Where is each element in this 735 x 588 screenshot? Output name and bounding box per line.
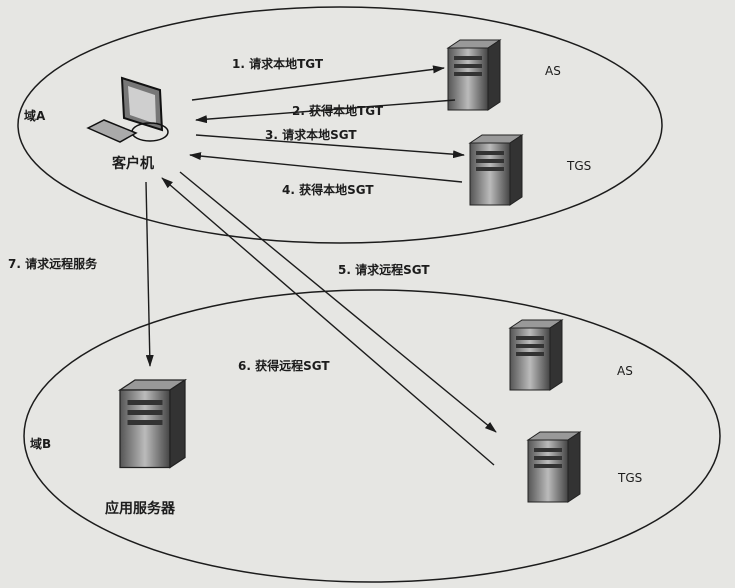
domain-a-ellipse bbox=[17, 6, 663, 244]
step-2-label: 2. 获得本地TGT bbox=[292, 103, 384, 118]
as-label-b: AS bbox=[617, 364, 633, 378]
step-4-label: 4. 获得本地SGT bbox=[282, 182, 374, 197]
tgs-server-icon-b bbox=[527, 431, 581, 503]
step-5-label: 5. 请求远程SGT bbox=[338, 262, 430, 277]
arrow-step-6 bbox=[161, 177, 495, 466]
step-3-label: 3. 请求本地SGT bbox=[265, 127, 357, 142]
arrow-step-3 bbox=[195, 134, 465, 159]
domain-b-label: 域B bbox=[30, 436, 51, 451]
domain-b-ellipse bbox=[23, 289, 721, 583]
as-server-icon-a bbox=[447, 39, 501, 111]
arrow-step-1 bbox=[191, 65, 445, 101]
step-6-label: 6. 获得远程SGT bbox=[238, 358, 330, 373]
tgs-server-icon-a bbox=[469, 134, 523, 206]
app-server-label: 应用服务器 bbox=[105, 500, 176, 517]
step-1-label: 1. 请求本地TGT bbox=[232, 56, 324, 71]
arrow-step-2 bbox=[195, 99, 456, 124]
as-label-a: AS bbox=[545, 64, 561, 78]
client-label: 客户机 bbox=[111, 155, 154, 172]
tgs-label-a: TGS bbox=[566, 159, 591, 173]
app-server-icon bbox=[119, 379, 186, 469]
arrow-step-4 bbox=[189, 152, 463, 183]
domain-a-label: 域A bbox=[24, 108, 46, 123]
arrow-step-7 bbox=[145, 181, 154, 367]
tgs-label-b: TGS bbox=[617, 471, 642, 485]
as-server-icon-b bbox=[509, 319, 563, 391]
arrow-step-5 bbox=[179, 171, 497, 433]
step-7-label: 7. 请求远程服务 bbox=[8, 256, 98, 271]
client-computer-icon bbox=[86, 76, 169, 143]
